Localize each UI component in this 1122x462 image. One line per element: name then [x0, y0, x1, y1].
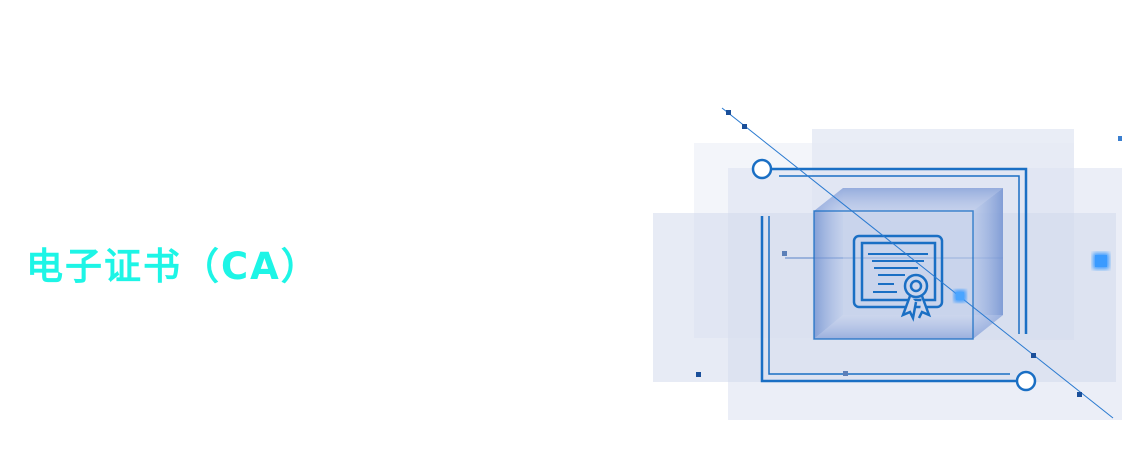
- decorative-dots: [696, 110, 1122, 397]
- page-title: 电子证书（CA）: [26, 245, 320, 288]
- glass-box: [813, 188, 1003, 340]
- node-circle-icon: [1015, 370, 1037, 392]
- glow-dots: [954, 253, 1109, 302]
- circuit-lines: [751, 158, 1037, 392]
- certificate-icon: [852, 234, 944, 322]
- diagonal-line: [721, 107, 1114, 419]
- node-circle-icon: [751, 158, 773, 180]
